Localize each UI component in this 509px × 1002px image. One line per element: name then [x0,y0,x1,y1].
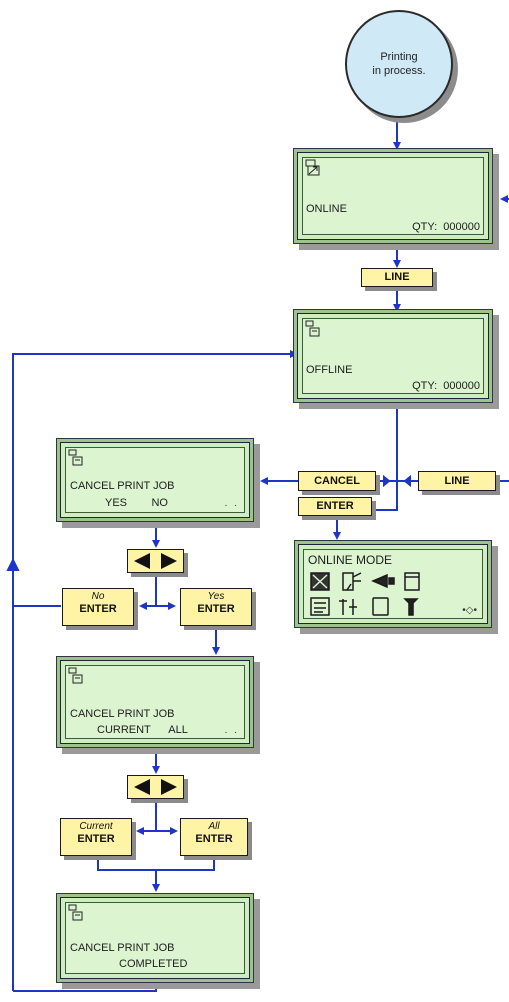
left-right-arrow-key[interactable] [127,775,184,799]
yes-enter-key-button[interactable]: Yes ENTER [180,588,252,626]
cancel-done-title: CANCEL PRINT JOB [70,942,175,954]
online-mode-dots: •◇• [462,605,477,616]
line-key-label: LINE [444,475,470,487]
paper-icon [68,667,83,684]
cancel-done-status: COMPLETED [119,958,188,970]
enter-key-label: ENTER [77,833,115,845]
online-status-text: ONLINE [306,203,347,215]
all-enter-key-button[interactable]: All ENTER [180,818,248,856]
cancel-confirm-dots: . . [224,498,239,509]
current-key-label: Current [79,821,113,832]
paper-icon [305,320,320,337]
menu-grid-icons [310,572,420,616]
left-right-arrows-icon [134,553,177,569]
cancel-key-button[interactable]: CANCEL [298,471,376,491]
current-enter-key-button[interactable]: Current ENTER [60,818,132,856]
enter-key-label: ENTER [79,603,117,615]
start-label: Printing in process. [372,51,426,77]
offline-qty-text: QTY: 000000 [412,380,480,392]
no-enter-key-button[interactable]: No ENTER [62,588,134,626]
offline-status-text: OFFLINE [306,364,353,376]
left-right-arrows-icon [134,779,177,795]
enter-key-label: ENTER [316,500,354,512]
online-qty-text: QTY: 000000 [412,221,480,233]
paper-icon [68,449,83,466]
cancel-scope-options: CURRENT ALL [97,724,188,736]
enter-key-button[interactable]: ENTER [298,497,372,516]
printer-status-icon [305,159,320,176]
start-node: Printing in process. [345,10,453,118]
line-key-button-right[interactable]: LINE [418,471,496,491]
lcd-cancel-done-screen: CANCEL PRINT JOB COMPLETED [60,897,250,979]
lcd-online-mode-screen: ONLINE MODE •◇• [298,544,488,624]
no-key-label: No [91,591,105,602]
cancel-confirm-options: YES NO [105,497,168,509]
lcd-online-screen: ONLINE QTY: 000000 [297,152,489,240]
line-key-button[interactable]: LINE [361,268,433,287]
yes-key-label: Yes [207,591,225,602]
enter-key-label: ENTER [195,833,233,845]
cancel-scope-dots: . . [224,725,239,736]
enter-key-label: ENTER [197,603,235,615]
line-key-label: LINE [384,271,410,283]
online-mode-title: ONLINE MODE [308,553,393,567]
cancel-scope-title: CANCEL PRINT JOB [70,708,175,720]
lcd-cancel-scope-screen: CANCEL PRINT JOB CURRENT ALL . . [60,660,250,744]
lcd-cancel-confirm-screen: CANCEL PRINT JOB YES NO . . [60,442,250,518]
lcd-offline-screen: OFFLINE QTY: 000000 [297,313,489,399]
cancel-key-label: CANCEL [314,475,360,487]
paper-icon [68,904,83,921]
cancel-confirm-title: CANCEL PRINT JOB [70,480,175,492]
all-key-label: All [208,821,220,832]
left-right-arrow-key[interactable] [127,549,184,573]
